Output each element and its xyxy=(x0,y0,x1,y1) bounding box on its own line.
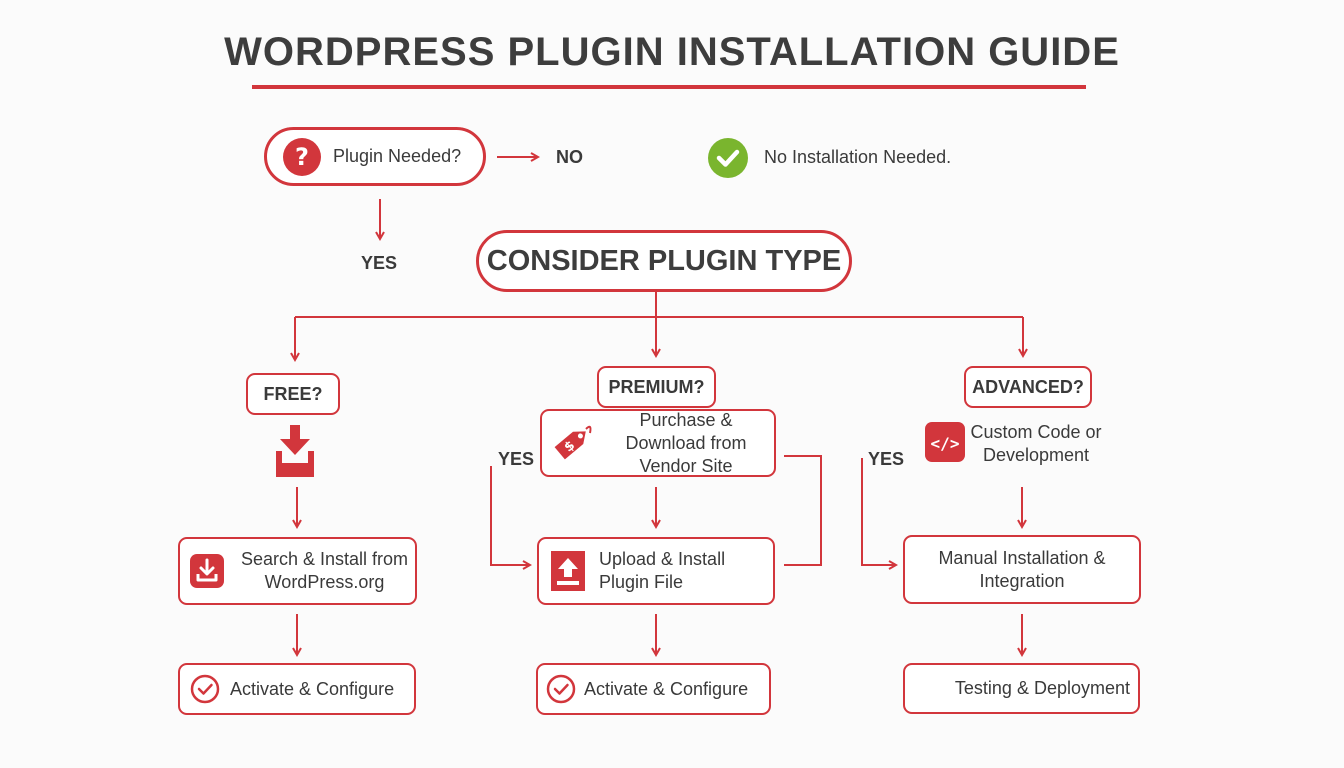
check-icon xyxy=(546,674,576,704)
code-icon: </> xyxy=(925,422,965,462)
upload-icon xyxy=(551,551,585,591)
advanced-custom-label: Custom Code or Development xyxy=(970,422,1102,465)
premium-activate-label: Activate & Configure xyxy=(584,678,749,699)
page-title: WORDPRESS PLUGIN INSTALLATION GUIDE xyxy=(224,30,1120,74)
advanced-yes-connector xyxy=(861,458,896,565)
free-question-node: FREE? xyxy=(246,373,340,415)
svg-text:?: ? xyxy=(295,143,309,171)
free-activate-label: Activate & Configure xyxy=(230,678,395,699)
check-icon xyxy=(190,674,220,704)
advanced-yes-label: YES xyxy=(868,449,905,469)
yes-label: YES xyxy=(361,253,398,273)
premium-purchase-label: Purchase & Download from Vendor Site xyxy=(625,409,747,476)
title-underline xyxy=(252,85,1086,89)
free-install-node: Search & Install from WordPress.org xyxy=(178,537,417,605)
advanced-testing-node: Testing & Deployment xyxy=(903,663,1140,714)
premium-loop-connector xyxy=(784,455,822,566)
check-circle-icon xyxy=(708,138,748,178)
premium-upload-label: Upload & Install Plugin File xyxy=(599,549,726,592)
svg-text:</>: </> xyxy=(931,434,960,453)
plugin-needed-node: ? Plugin Needed? xyxy=(264,127,486,186)
question-icon: ? xyxy=(283,137,321,176)
free-activate-node: Activate & Configure xyxy=(178,663,416,715)
premium-yes-connector xyxy=(490,466,530,565)
premium-purchase-node: $ Purchase & Download from Vendor Site xyxy=(540,409,776,477)
premium-yes-label: YES xyxy=(498,449,535,469)
no-label: NO xyxy=(556,147,583,167)
premium-activate-node: Activate & Configure xyxy=(536,663,771,715)
premium-upload-node: Upload & Install Plugin File xyxy=(537,537,775,605)
no-installation-label: No Installation Needed. xyxy=(764,147,952,167)
download-tray-icon xyxy=(276,425,314,477)
advanced-manual-label: Manual Installation & Integration xyxy=(938,547,1106,591)
advanced-manual-node: Manual Installation & Integration xyxy=(903,535,1141,604)
consider-plugin-type-node: CONSIDER PLUGIN TYPE xyxy=(476,230,852,292)
download-icon xyxy=(190,554,224,588)
free-install-label: Search & Install from WordPress.org xyxy=(240,549,409,592)
advanced-question-node: ADVANCED? xyxy=(964,366,1092,408)
advanced-testing-label: Testing & Deployment xyxy=(954,678,1130,698)
price-tag-icon: $ xyxy=(550,421,594,465)
plugin-needed-label: Plugin Needed? xyxy=(333,146,462,166)
premium-question-node: PREMIUM? xyxy=(597,366,716,408)
